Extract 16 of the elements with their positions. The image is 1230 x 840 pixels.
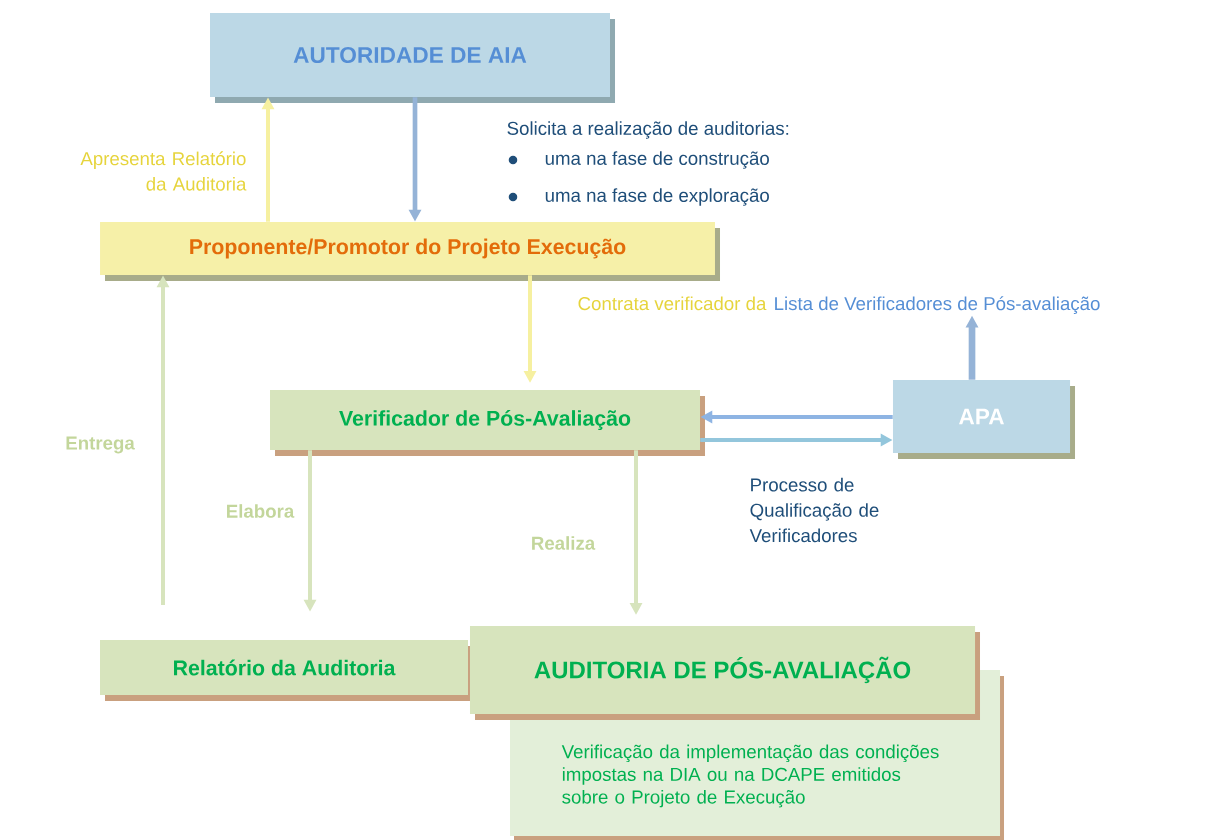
verifier-box: Verificador de Pós-Avaliação <box>270 390 705 456</box>
edge-label: Entrega <box>66 436 135 454</box>
list-text: Lista de Verificadores de Pós-avaliação <box>775 296 1100 314</box>
edge-label: Contrata verificador da <box>578 296 767 311</box>
audit-box: AUDITORIA DE PÓS-AVALIAÇÃO <box>470 626 980 720</box>
edge-label: Solicita a realização de auditorias: <box>507 121 789 139</box>
proponent-box: Proponente/Promotor do Projeto Execução <box>100 221 720 281</box>
bullet-item: uma na fase de construção <box>508 151 769 169</box>
authority-box: AUTORIDADE DE AIA <box>210 13 615 103</box>
edge-label: Processo de Qualificação de Verificadores <box>749 477 879 543</box>
edge-label: Realiza <box>532 536 596 550</box>
bullet-item: uma na fase de exploração <box>508 188 769 206</box>
report-box: Relatório da Auditoria <box>100 640 473 701</box>
edge-label: Elabora <box>227 504 295 518</box>
agency-box: APA <box>893 379 1075 459</box>
edge-label: Apresenta Relatório da Auditoria <box>80 151 247 191</box>
